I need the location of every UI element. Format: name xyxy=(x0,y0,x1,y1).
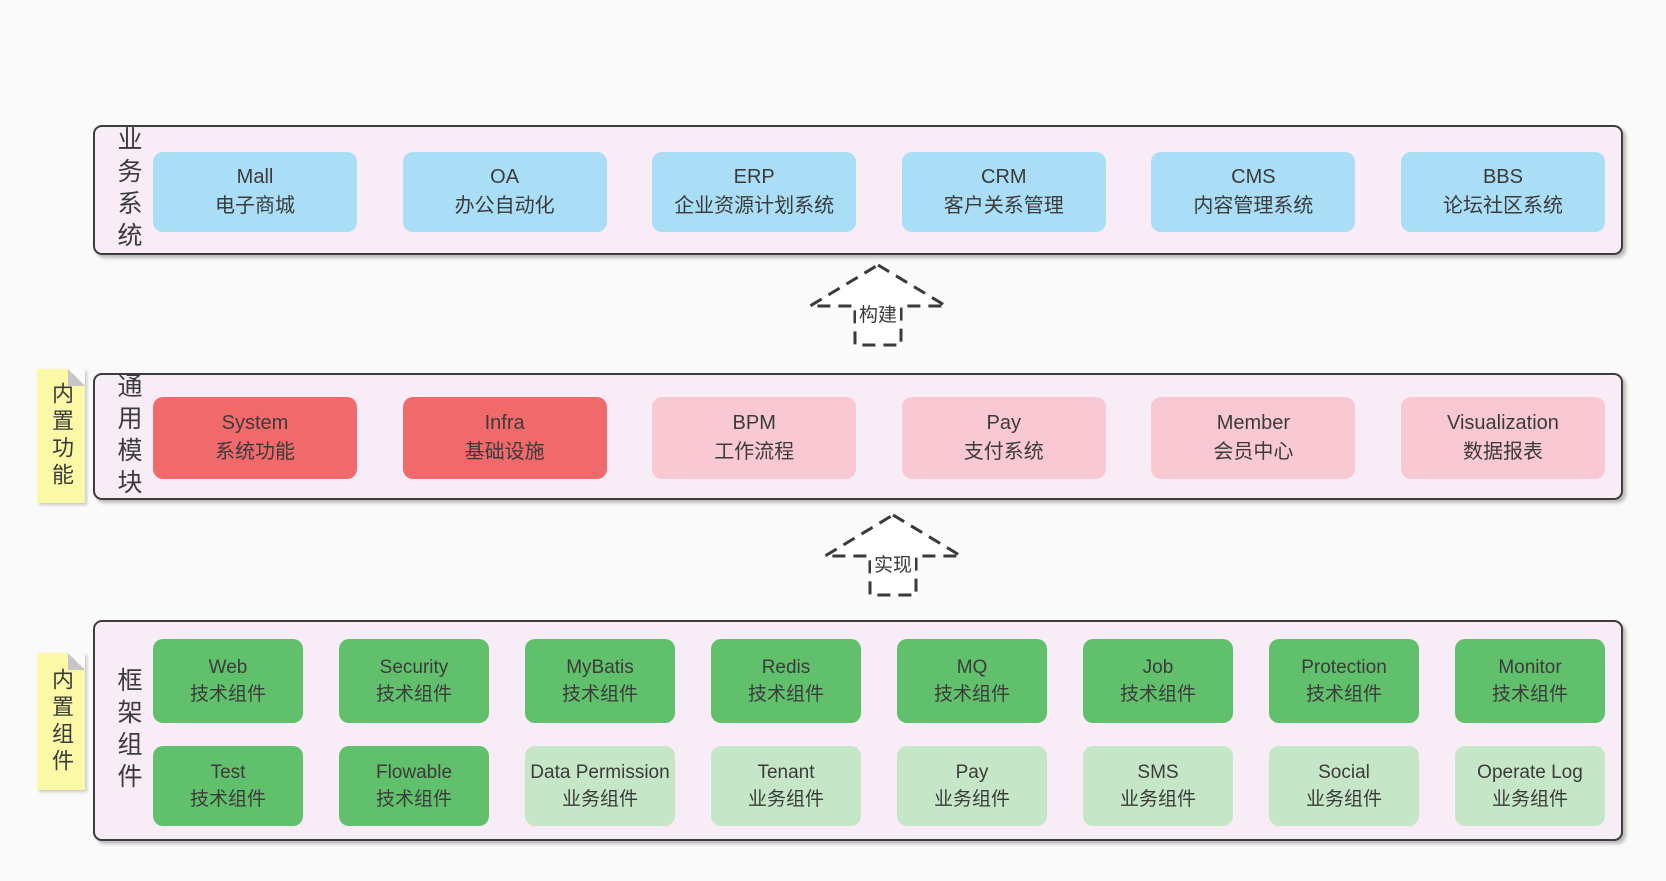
box-mall: Mall 电子商城 xyxy=(153,152,357,232)
box-monitor-label: Monitor 技术组件 xyxy=(1491,657,1568,705)
box-crm-label: CRM 客户关系管理 xyxy=(943,166,1064,217)
box-system: System 系统功能 xyxy=(153,397,357,479)
box-mall-label: Mall 电子商城 xyxy=(215,166,295,217)
box-operate-log: Operate Log 业务组件 xyxy=(1455,746,1605,826)
box-member-label: Member 会员中心 xyxy=(1213,412,1294,463)
box-tenant: Tenant 业务组件 xyxy=(711,746,861,826)
box-oa: OA 办公自动化 xyxy=(402,152,607,232)
business-box-row: Mall 电子商城 OA 办公自动化 ERP 企业资源计划系统 CRM 客户关系… xyxy=(153,152,1605,232)
box-visualization: Visualization 数据报表 xyxy=(1400,397,1605,479)
box-web-label: Web 技术组件 xyxy=(189,657,266,705)
box-flowable: Flowable 技术组件 xyxy=(339,746,489,826)
box-test-label: Test 技术组件 xyxy=(189,762,266,810)
box-job: Job 技术组件 xyxy=(1083,639,1233,723)
folded-corner-icon xyxy=(68,653,85,670)
folded-corner-icon xyxy=(68,369,85,386)
box-redis-label: Redis 技术组件 xyxy=(747,657,824,705)
box-infra-label: Infra 基础设施 xyxy=(464,412,545,463)
box-mybatis-label: MyBatis 技术组件 xyxy=(561,657,638,705)
box-cms-label: CMS 内容管理系统 xyxy=(1193,166,1314,217)
box-pay-label: Pay 支付系统 xyxy=(963,412,1044,463)
box-social: Social 业务组件 xyxy=(1269,746,1419,826)
box-protection: Protection 技术组件 xyxy=(1269,639,1419,723)
box-bpm: BPM 工作流程 xyxy=(652,397,857,479)
box-tenant-label: Tenant 业务组件 xyxy=(747,762,824,810)
box-visualization-label: Visualization 数据报表 xyxy=(1447,412,1559,463)
box-erp: ERP 企业资源计划系统 xyxy=(652,152,857,232)
box-infra: Infra 基础设施 xyxy=(402,397,607,479)
box-sms-label: SMS 业务组件 xyxy=(1119,762,1196,810)
box-mq-label: MQ 技术组件 xyxy=(933,657,1010,705)
box-member: Member 会员中心 xyxy=(1151,397,1356,479)
box-cms: CMS 内容管理系统 xyxy=(1151,152,1356,232)
box-redis: Redis 技术组件 xyxy=(711,639,861,723)
box-pay: Pay 支付系统 xyxy=(901,397,1106,479)
implement-arrow: 实现 xyxy=(818,510,968,598)
components-box-row-2: Test 技术组件 Flowable 技术组件 Data Permission … xyxy=(153,746,1605,826)
box-monitor: Monitor 技术组件 xyxy=(1455,639,1605,723)
band-business-label: 业务系统 xyxy=(114,126,142,254)
build-arrow: 构建 xyxy=(803,260,953,348)
band-business-systems: 业务系统 Mall 电子商城 OA 办公自动化 ERP 企业资源计划系统 CRM… xyxy=(93,125,1623,255)
modules-box-row: System 系统功能 Infra 基础设施 BPM 工作流程 Pay 支付系统… xyxy=(153,397,1605,479)
box-security-label: Security 技术组件 xyxy=(375,657,452,705)
box-mq: MQ 技术组件 xyxy=(897,639,1047,723)
tag-built-in-components: 内置组件 xyxy=(37,653,85,790)
box-crm: CRM 客户关系管理 xyxy=(901,152,1106,232)
box-erp-label: ERP 企业资源计划系统 xyxy=(674,166,835,217)
box-security: Security 技术组件 xyxy=(339,639,489,723)
tag-built-in-features-label: 内置功能 xyxy=(49,382,74,490)
box-protection-label: Protection 技术组件 xyxy=(1301,657,1387,705)
box-data-permission-label: Data Permission 业务组件 xyxy=(530,762,670,810)
box-mybatis: MyBatis 技术组件 xyxy=(525,639,675,723)
components-box-row-1: Web 技术组件 Security 技术组件 MyBatis 技术组件 Redi… xyxy=(153,639,1605,723)
implement-arrow-label: 实现 xyxy=(870,550,916,577)
box-operate-log-label: Operate Log 业务组件 xyxy=(1477,762,1583,810)
box-system-label: System 系统功能 xyxy=(215,412,295,463)
tag-built-in-components-label: 内置组件 xyxy=(49,667,74,776)
band-modules-label: 通用模块 xyxy=(114,372,142,501)
band-common-modules: 通用模块 System 系统功能 Infra 基础设施 BPM 工作流程 Pay… xyxy=(93,372,1623,501)
box-bpm-label: BPM 工作流程 xyxy=(714,412,795,463)
box-job-label: Job 技术组件 xyxy=(1119,657,1196,705)
tag-built-in-features: 内置功能 xyxy=(37,369,85,503)
box-flowable-label: Flowable 技术组件 xyxy=(375,762,453,810)
box-web: Web 技术组件 xyxy=(153,639,303,723)
box-bbs: BBS 论坛社区系统 xyxy=(1400,152,1605,232)
build-arrow-label: 构建 xyxy=(855,300,901,327)
box-test: Test 技术组件 xyxy=(153,746,303,826)
box-data-permission: Data Permission 业务组件 xyxy=(525,746,675,826)
box-social-label: Social 业务组件 xyxy=(1305,762,1382,810)
band-framework-components: 框架组件 Web 技术组件 Security 技术组件 MyBatis 技术组件… xyxy=(93,620,1623,841)
box-bbs-label: BBS 论坛社区系统 xyxy=(1442,166,1563,217)
box-oa-label: OA 办公自动化 xyxy=(454,166,555,217)
box-sms: SMS 业务组件 xyxy=(1083,746,1233,826)
box-pay-biz-label: Pay 业务组件 xyxy=(933,762,1010,810)
box-pay-biz: Pay 业务组件 xyxy=(897,746,1047,826)
band-components-label: 框架组件 xyxy=(114,666,142,795)
